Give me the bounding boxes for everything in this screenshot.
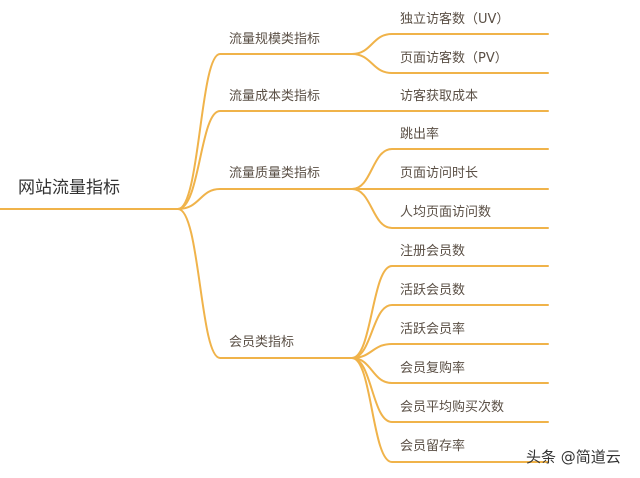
leaf-node-visit-duration[interactable]: 页面访问时长 <box>400 166 479 181</box>
category-node-traffic-cost[interactable]: 流量成本类指标 <box>229 89 321 104</box>
leaf-node-bounce-rate[interactable]: 跳出率 <box>400 127 440 142</box>
leaf-node-uv[interactable]: 独立访客数（UV） <box>400 12 510 27</box>
leaf-node-avg-purchase-count[interactable]: 会员平均购买次数 <box>400 400 505 415</box>
watermark: 头条 @简道云 <box>526 448 621 466</box>
leaf-node-pages-per-visitor[interactable]: 人均页面访问数 <box>400 205 492 220</box>
category-node-traffic-scale[interactable]: 流量规模类指标 <box>229 32 321 47</box>
leaf-node-active-members[interactable]: 活跃会员数 <box>400 283 466 298</box>
leaf-node-active-member-rate[interactable]: 活跃会员率 <box>400 322 466 337</box>
root-node[interactable]: 网站流量指标 <box>18 178 120 198</box>
leaf-node-pv[interactable]: 页面访客数（PV） <box>400 51 508 66</box>
category-node-traffic-quality[interactable]: 流量质量类指标 <box>229 166 321 181</box>
leaf-node-registered-members[interactable]: 注册会员数 <box>400 244 466 259</box>
leaf-node-retention-rate[interactable]: 会员留存率 <box>400 439 466 454</box>
leaf-node-repurchase-rate[interactable]: 会员复购率 <box>400 361 466 376</box>
leaf-node-visitor-cost[interactable]: 访客获取成本 <box>400 89 479 104</box>
category-node-member[interactable]: 会员类指标 <box>229 335 295 350</box>
